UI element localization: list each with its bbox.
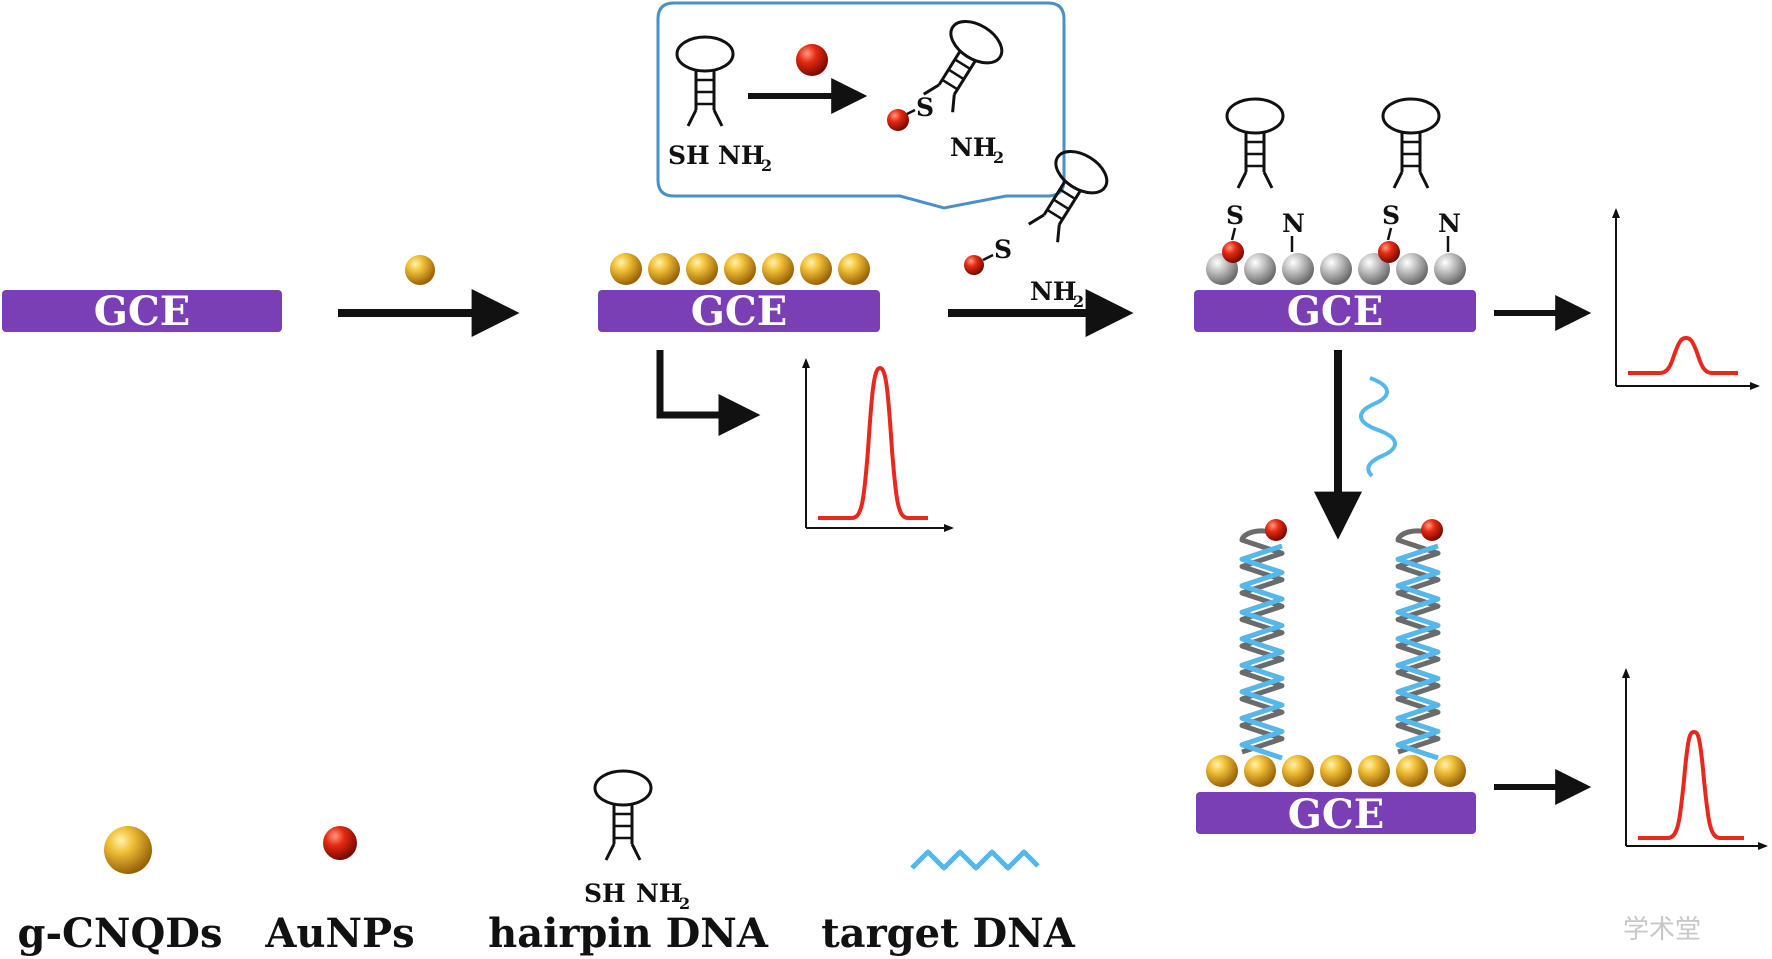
subscript: 2 (993, 148, 1004, 167)
target-dna-strand (1359, 376, 1397, 478)
gray-nanoparticle (1434, 253, 1466, 285)
thiol-label: SH (668, 141, 710, 170)
legend-item-hairpin: SH NH 2 hairpin DNA (488, 769, 769, 957)
subscript: 2 (1073, 292, 1084, 311)
gray-nanoparticle (1396, 253, 1428, 285)
g-cnqd-particle (724, 253, 756, 285)
legend-label: g-CNQDs (17, 910, 222, 957)
subscript: 2 (679, 894, 690, 913)
legend-item-g-cnqds: g-CNQDs (17, 826, 223, 957)
amine-label: NH (718, 141, 764, 170)
electrode-label: GCE (1287, 288, 1383, 335)
aunp-particle (796, 44, 828, 76)
signal-plot-low (1612, 208, 1760, 390)
electrode-label: GCE (94, 288, 190, 335)
g-cnqd-particle (1206, 755, 1238, 787)
watermark: 学术堂 (1623, 915, 1701, 945)
gold-sphere-icon (104, 826, 152, 874)
aunp-particle (1378, 241, 1400, 263)
g-cnqd-particle (1320, 755, 1352, 787)
amine-label: NH (950, 133, 996, 162)
red-sphere-icon (323, 826, 357, 860)
amine-label: NH (1030, 277, 1076, 306)
aunp-particle (1421, 519, 1443, 541)
g-cnqd-particle (800, 253, 832, 285)
amine-label: NH (636, 879, 682, 908)
signal-plot-high-1 (802, 358, 954, 532)
readout-arrow-1 (656, 350, 761, 436)
g-cnqd-particle (1244, 755, 1276, 787)
sulfur-label: S (1382, 201, 1400, 230)
g-cnqd-particle (762, 253, 794, 285)
immobilized-hairpin: S N (1378, 97, 1461, 263)
g-cnqd-particle (1358, 755, 1390, 787)
immobilized-hairpin: S N (1222, 97, 1305, 263)
electrode-hybridized: GCE (1196, 519, 1476, 838)
dna-duplex (1239, 519, 1287, 761)
subscript: 2 (761, 156, 772, 175)
electrode-label: GCE (691, 288, 787, 335)
step1-arrow (338, 255, 520, 337)
g-cnqd-particle (610, 253, 642, 285)
gray-nanoparticle (1244, 253, 1276, 285)
g-cnqd-particle (838, 253, 870, 285)
legend-item-aunps: AuNPs (264, 826, 415, 957)
nitrogen-label: N (1438, 209, 1461, 238)
target-strand (1239, 543, 1285, 761)
thiol-label: SH (584, 879, 626, 908)
hairpin-dna-icon (593, 769, 653, 862)
probe-callout: SH NH 2 S NH 2 (656, 1, 1066, 210)
g-cnqd-particle (648, 253, 680, 285)
gray-nanoparticle (1358, 253, 1390, 285)
electrode-g-cnqds: GCE (598, 253, 880, 335)
aunp-particle (1222, 241, 1244, 263)
wavy-strand-icon (910, 849, 1040, 871)
g-cnqd-particle (686, 253, 718, 285)
hybridization-arrow (1314, 350, 1397, 540)
nitrogen-label: N (1282, 209, 1305, 238)
bare-electrode: GCE (2, 288, 282, 335)
g-cnqd-particle (1396, 755, 1428, 787)
sulfur-label: S (994, 235, 1012, 264)
legend-item-target-dna: target DNA (821, 849, 1076, 957)
legend: g-CNQDs AuNPs SH NH 2 hairpin DNA target… (17, 769, 1076, 957)
target-strand (1395, 543, 1441, 761)
sulfur-label: S (916, 93, 934, 122)
step2-arrow: S NH 2 (948, 141, 1134, 337)
sulfur-label: S (1226, 201, 1244, 230)
aunp-particle (1265, 519, 1287, 541)
aunp-hairpin-conjugate: S NH 2 (887, 11, 1011, 167)
legend-label: AuNPs (264, 910, 414, 957)
g-cnqd-particle (1434, 755, 1466, 787)
electrode-label: GCE (1288, 791, 1384, 838)
g-cnqd-particle (405, 255, 435, 285)
legend-label: target DNA (821, 910, 1076, 957)
electrode-probe: GCE S N S N (1194, 97, 1476, 335)
dna-duplex (1395, 519, 1443, 761)
legend-label: hairpin DNA (488, 910, 769, 957)
gray-nanoparticle (1320, 253, 1352, 285)
signal-plot-high-2 (1622, 668, 1768, 850)
gray-nanoparticle (1282, 253, 1314, 285)
g-cnqd-particle (1282, 755, 1314, 787)
